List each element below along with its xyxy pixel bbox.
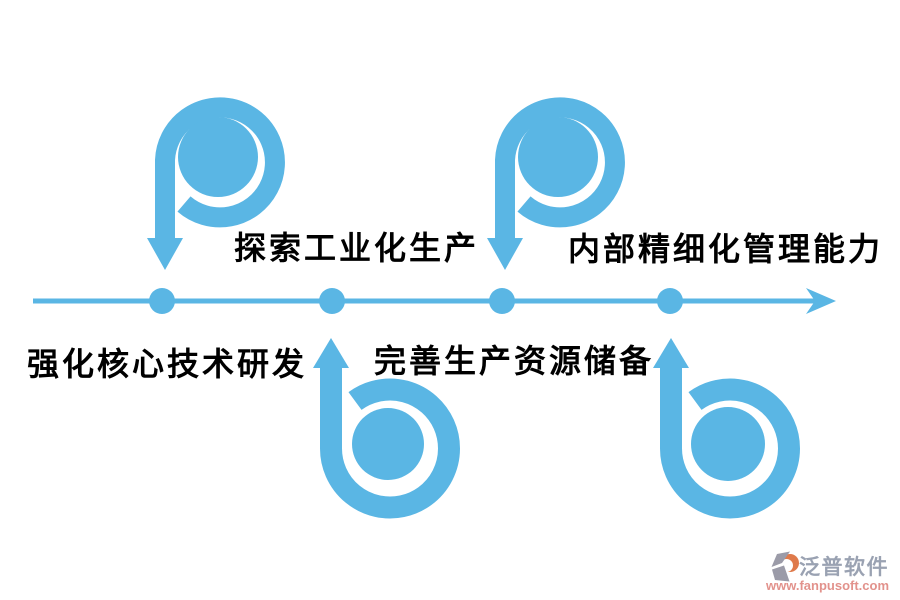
timeline-dot-1	[149, 288, 175, 314]
watermark-brand: 泛普软件	[799, 556, 889, 579]
watermark: 泛普软件 www.fanpusoft.com	[766, 548, 900, 596]
timeline-arrowhead-icon	[806, 288, 836, 314]
loop-core	[518, 117, 598, 197]
timeline-axis	[33, 288, 836, 314]
loop-core	[178, 117, 258, 197]
fanpu-logo-icon	[771, 551, 799, 582]
timeline-dot-4	[657, 288, 683, 314]
milestone-label-top-left: 探索工业化生产	[234, 230, 480, 266]
loop-stroke	[495, 97, 625, 244]
down-arrowhead	[147, 238, 183, 270]
loop-stroke	[659, 364, 800, 519]
loop-core	[352, 408, 424, 480]
milestone-label-bottom-left: 强化核心技术研发	[27, 346, 308, 382]
logo-facet-top	[771, 551, 790, 567]
down-arrowhead	[487, 238, 523, 270]
loop-up-arrow-icon-1	[313, 338, 460, 519]
loop-core	[691, 407, 765, 481]
loop-down-arrow-icon-1	[147, 97, 285, 270]
up-arrowhead	[653, 338, 689, 368]
loop-up-arrow-icon-2	[653, 338, 800, 519]
loop-stroke	[319, 364, 460, 519]
timeline-dot-3	[489, 288, 515, 314]
timeline-dot-2	[319, 288, 345, 314]
watermark-url: www.fanpusoft.com	[766, 578, 890, 593]
loop-down-arrow-icon-2	[487, 97, 625, 270]
loop-stroke	[155, 97, 285, 244]
milestone-label-top-right: 内部精细化管理能力	[568, 231, 884, 267]
milestone-label-bottom-middle: 完善生产资源储备	[374, 343, 655, 379]
up-arrowhead	[313, 338, 349, 368]
logo-facet-bottom	[772, 565, 790, 582]
